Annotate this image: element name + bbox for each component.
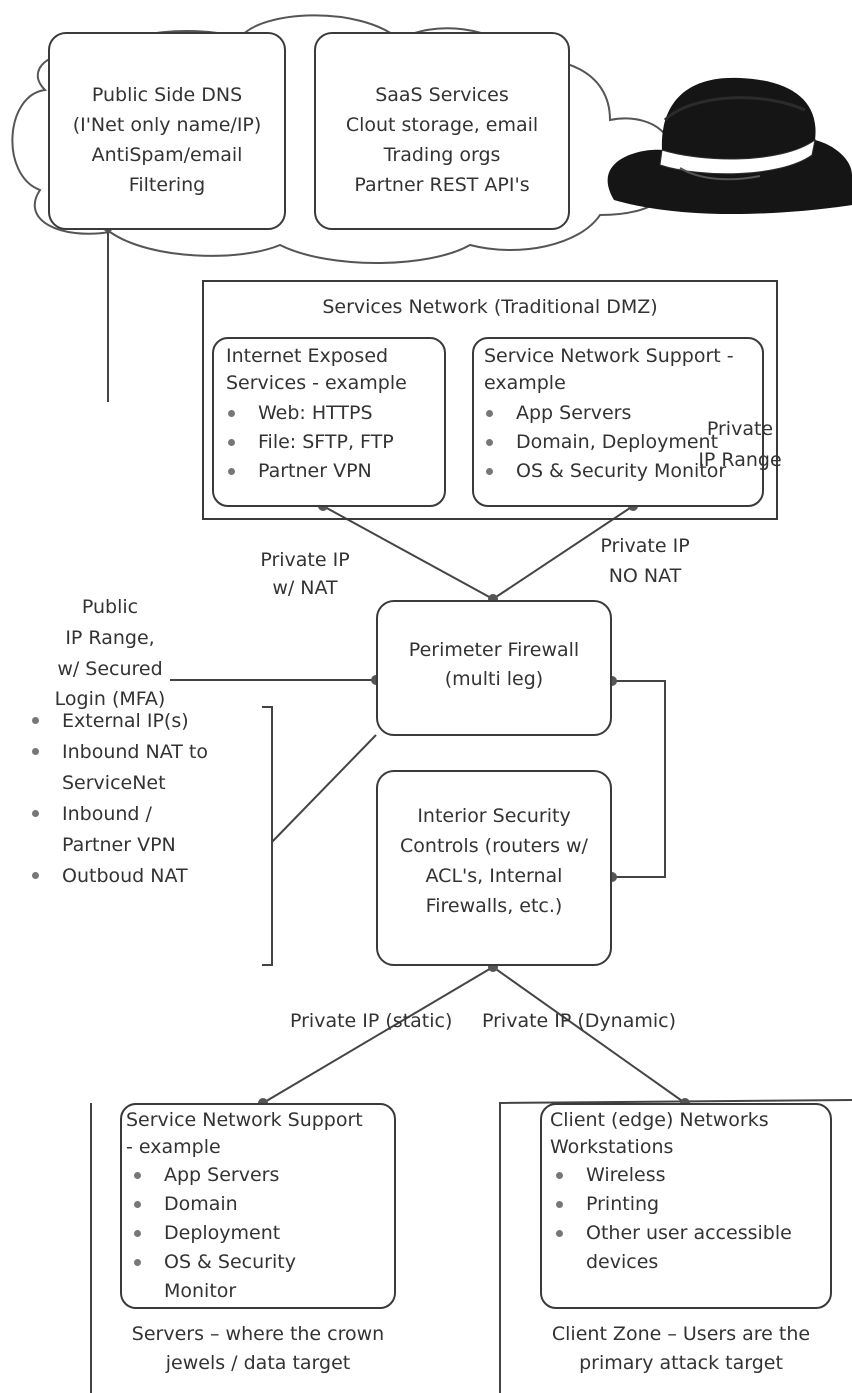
link-to-servers [262,966,494,1104]
link-support-to-firewall [492,505,634,600]
label-public-range-1: Public [81,596,139,618]
servers-caption-1: Servers – where the crown [131,1323,385,1345]
label-private-ip-no-nat-2: NO NAT [608,565,682,587]
list-item: Inbound / [24,799,208,830]
list-item: Domain [126,1190,296,1219]
support-dmz-heading-1: Service Network Support - [484,345,734,367]
label-private-range-2: IP Range [698,449,782,471]
list-item: Printing [548,1190,792,1219]
public-dns-box: Public Side DNS (I'Net only name/IP) Ant… [48,32,286,230]
public-dns-line-1: Public Side DNS [91,84,243,106]
saas-line-3: Trading orgs [383,144,501,166]
list-item: App Servers [478,399,726,428]
servers-list: App Servers Domain Deployment OS & Secur… [126,1161,296,1306]
perimeter-firewall-line-1: Perimeter Firewall [408,639,580,661]
label-private-ip-nat-1: Private IP [260,549,350,571]
list-item-continued: ServiceNet [62,772,166,794]
public-dns-line-4: Filtering [128,174,206,196]
firewall-features-list: External IP(s) Inbound NAT to ServiceNet… [24,706,208,892]
list-item: Web: HTTPS [220,399,394,428]
label-private-dynamic: Private IP (Dynamic) [482,1010,676,1032]
list-item: File: SFTP, FTP [220,428,394,457]
list-item: Outboud NAT [24,861,208,892]
saas-line-2: Clout storage, email [345,114,539,136]
list-item: Wireless [548,1161,792,1190]
label-public-range-2: IP Range, [65,627,155,649]
features-bracket [262,706,273,966]
link-to-clients [492,966,686,1104]
internet-exposed-box: Internet Exposed Services - example Web:… [212,337,446,507]
list-item-continued: Partner VPN [62,834,176,856]
client-heading-1: Client (edge) Networks [550,1109,769,1131]
list-item: Partner VPN [220,457,394,486]
client-frame-edge [499,1099,852,1393]
internet-exposed-heading-1: Internet Exposed [226,345,389,367]
perimeter-firewall-box: Perimeter Firewall (multi leg) [376,600,612,736]
list-item-continued: Monitor [164,1280,237,1302]
interior-line-2: Controls (routers w/ [400,835,588,857]
client-caption-1: Client Zone – Users are the [551,1323,811,1345]
interior-line-3: ACL's, Internal [425,865,563,887]
interior-line-1: Interior Security [417,805,571,827]
label-private-range-1: Private [706,418,774,440]
list-item: App Servers [126,1161,296,1190]
list-item-continued: devices [586,1251,659,1273]
client-heading-2: Workstations [550,1136,674,1158]
support-dmz-heading-2: example [484,372,566,394]
list-item: External IP(s) [24,706,208,737]
label-private-ip-no-nat-1: Private IP [600,535,690,557]
client-list: Wireless Printing Other user accessible … [548,1161,792,1277]
perimeter-firewall-line-2: (multi leg) [444,668,544,690]
interior-security-box: Interior Security Controls (routers w/ A… [376,770,612,966]
label-private-static: Private IP (static) [290,1010,453,1032]
servers-support-box: Service Network Support - example App Se… [120,1103,396,1309]
services-network-frame: Services Network (Traditional DMZ) [202,280,778,520]
client-caption-2: primary attack target [579,1352,783,1374]
interior-line-4: Firewalls, etc.) [425,895,563,917]
saas-services-box: SaaS Services Clout storage, email Tradi… [314,32,570,230]
list-item: Inbound NAT to [24,737,208,768]
list-item: Other user accessible [548,1219,792,1248]
list-item: OS & Security [126,1248,296,1277]
link-features-to-firewall [271,734,377,843]
link-private-range [612,680,666,878]
link-exposed-to-firewall [322,505,494,600]
label-public-range-3: w/ Secured [57,658,163,680]
services-network-title: Services Network (Traditional DMZ) [322,296,658,318]
list-item: Domain, Deployment [478,428,726,457]
internet-exposed-heading-2: Services - example [226,372,407,394]
client-networks-box: Client (edge) Networks Workstations Wire… [540,1103,832,1309]
public-dns-line-3: AntiSpam/email [91,144,243,166]
servers-heading-1: Service Network Support [126,1109,363,1131]
servers-heading-2: - example [126,1136,221,1158]
label-public-range-4: Login (MFA) [54,688,166,710]
black-hat-icon [607,77,852,215]
service-support-dmz-box: Service Network Support - example App Se… [472,337,764,507]
servers-caption-2: jewels / data target [165,1352,351,1374]
support-dmz-list: App Servers Domain, Deployment OS & Secu… [478,399,726,486]
label-private-ip-nat-2: w/ NAT [272,577,338,599]
list-item: OS & Security Monitor [478,457,726,486]
saas-line-1: SaaS Services [375,84,509,106]
internet-exposed-list: Web: HTTPS File: SFTP, FTP Partner VPN [220,399,394,486]
saas-line-4: Partner REST API's [354,174,530,196]
list-item: Deployment [126,1219,296,1248]
public-dns-line-2: (I'Net only name/IP) [72,114,262,136]
